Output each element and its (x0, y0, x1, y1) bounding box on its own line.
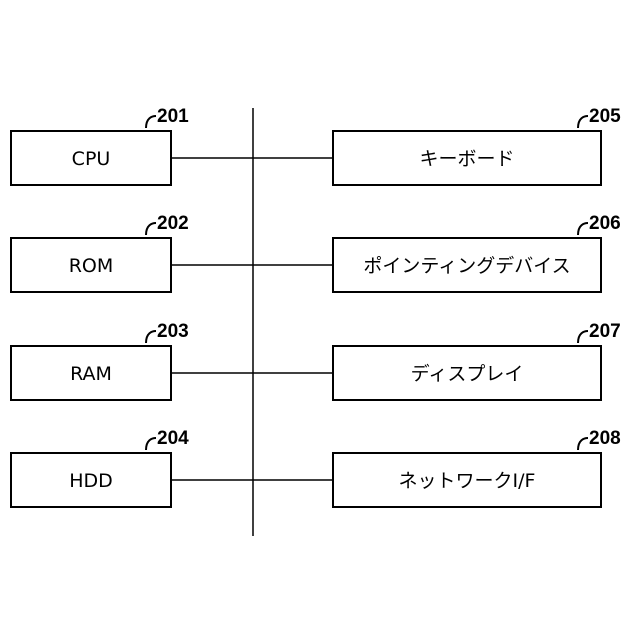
reference-number: 206 (589, 213, 621, 234)
reference-number: 202 (157, 213, 189, 234)
component-network-interface: ネットワークI/F 208 (333, 428, 621, 507)
component-display: ディスプレイ 207 (333, 321, 621, 400)
reference-number: 203 (157, 321, 189, 342)
component-label: ディスプレイ (411, 363, 524, 385)
component-cpu: CPU 201 (11, 106, 189, 185)
component-keyboard: キーボード 205 (333, 106, 621, 185)
reference-number: 205 (589, 106, 621, 127)
reference-number: 208 (589, 428, 621, 449)
component-hdd: HDD 204 (11, 428, 189, 507)
component-label: ポインティングデバイス (363, 255, 570, 277)
component-label: CPU (72, 148, 111, 170)
reference-number: 207 (589, 321, 621, 342)
component-ram: RAM 203 (11, 321, 189, 400)
reference-number: 204 (157, 428, 189, 449)
component-label: ROM (69, 255, 114, 277)
component-label: キーボード (419, 148, 514, 170)
component-rom: ROM 202 (11, 213, 189, 292)
component-pointing-device: ポインティングデバイス 206 (333, 213, 621, 292)
component-label: RAM (70, 363, 112, 385)
reference-number: 201 (157, 106, 189, 127)
component-label: ネットワークI/F (399, 470, 536, 492)
component-label: HDD (69, 470, 113, 492)
